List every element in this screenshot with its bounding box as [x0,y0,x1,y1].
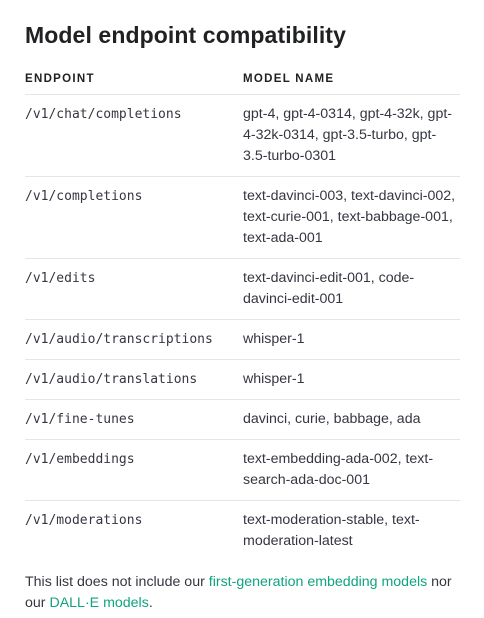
models-cell: davinci, curie, babbage, ada [243,411,421,427]
table-row: /v1/fine-tunes davinci, curie, babbage, … [25,400,460,440]
endpoint-cell: /v1/audio/transcriptions [25,332,213,347]
models-cell: text-embedding-ada-002, text-search-ada-… [243,451,434,488]
endpoint-cell: /v1/edits [25,271,96,286]
table-row: /v1/audio/translations whisper-1 [25,360,460,400]
endpoint-cell: /v1/embeddings [25,452,135,467]
header-endpoint: ENDPOINT [25,73,95,85]
models-cell: text-davinci-003, text-davinci-002, text… [243,188,456,246]
table-row: /v1/moderations text-moderation-stable, … [25,501,460,561]
table-row: /v1/completions text-davinci-003, text-d… [25,177,460,259]
note-suffix: . [148,595,153,612]
footnote: This list does not include our first-gen… [25,572,460,614]
endpoint-cell: /v1/fine-tunes [25,412,135,427]
endpoint-cell: /v1/completions [25,189,143,204]
compatibility-table: ENDPOINT MODEL NAME /v1/chat/completions… [25,70,460,561]
table-row: /v1/embeddings text-embedding-ada-002, t… [25,440,460,501]
first-generation-embeddings-link[interactable]: first-generation embedding models [208,574,428,591]
models-cell: text-moderation-stable, text-moderation-… [243,512,420,549]
page-title: Model endpoint compatibility [25,22,346,48]
table-row: /v1/edits text-davinci-edit-001, code-da… [25,259,460,320]
table-row: /v1/chat/completions gpt-4, gpt-4-0314, … [25,95,460,177]
endpoint-cell: /v1/chat/completions [25,107,182,122]
models-cell: whisper-1 [243,331,305,347]
dalle-models-link[interactable]: DALL·E models [49,595,149,612]
header-model-name: MODEL NAME [243,73,335,85]
table-header-row: ENDPOINT MODEL NAME [25,70,460,95]
models-cell: text-davinci-edit-001, code-davinci-edit… [243,270,415,307]
endpoint-cell: /v1/moderations [25,513,143,528]
endpoint-cell: /v1/audio/translations [25,372,198,387]
note-middle: nor our [25,574,452,612]
table-row: /v1/audio/transcriptions whisper-1 [25,320,460,360]
models-cell: gpt-4, gpt-4-0314, gpt-4-32k, gpt-4-32k-… [243,106,452,164]
models-cell: whisper-1 [243,371,305,387]
note-prefix: This list does not include our [25,574,209,591]
